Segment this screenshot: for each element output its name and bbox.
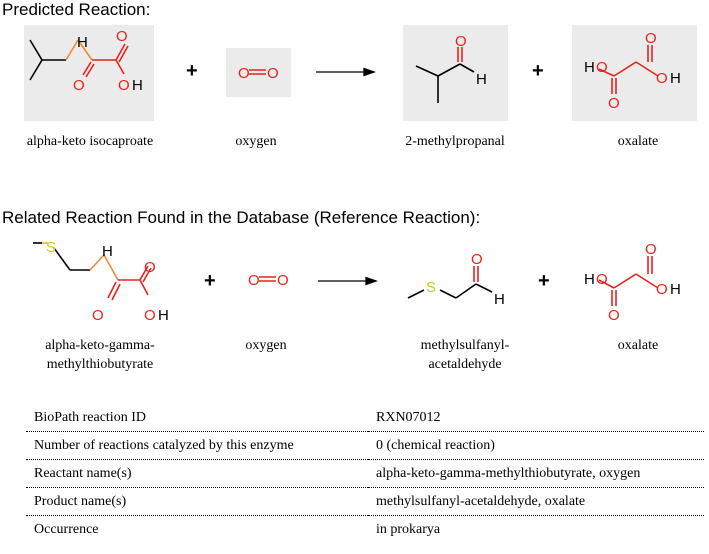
hydrogen-atom: H xyxy=(77,34,88,51)
oxygen-atom: O xyxy=(73,77,85,94)
table-value: RXN07012 xyxy=(368,405,704,432)
table-key: Product name(s) xyxy=(26,487,368,516)
plus-sign: + xyxy=(532,60,544,82)
sulfur-atom: S xyxy=(426,279,436,296)
arrow-head xyxy=(363,67,376,77)
oxygen-atom: O xyxy=(608,307,620,324)
reaction-info-table: BioPath reaction ID RXN07012 Number of r… xyxy=(26,405,704,543)
hydrogen-atom: H xyxy=(158,307,169,324)
oxygen-atom: O xyxy=(455,33,467,50)
table-value: 0 (chemical reaction) xyxy=(368,431,704,460)
plus-sign: + xyxy=(186,60,198,82)
oxygen-atom: O xyxy=(471,251,483,268)
oxygen-atom: O xyxy=(144,307,156,324)
oxygen-atom: O xyxy=(92,307,104,324)
product-name: oxalate xyxy=(617,134,659,149)
sulfur-atom: S xyxy=(46,239,56,256)
product-name: oxalate xyxy=(617,338,659,353)
hydrogen-atom: H xyxy=(102,243,113,260)
table-value: in prokarya xyxy=(376,521,441,537)
table-key: Occurrence xyxy=(34,521,99,537)
table-key: Reactant name(s) xyxy=(26,459,368,488)
reference-reaction-heading: Related Reaction Found in the Database (… xyxy=(2,208,481,227)
hydrogen-atom: H xyxy=(670,70,681,87)
plus-sign: + xyxy=(538,270,550,292)
table-row: Product name(s) methylsulfanyl-acetaldeh… xyxy=(26,487,704,516)
reactant-name: oxygen xyxy=(245,338,287,353)
oxygen-atom: O xyxy=(608,95,620,112)
plus-sign: + xyxy=(204,270,216,292)
oxygen-atom: O xyxy=(656,281,668,298)
product-name-line: acetaldehyde xyxy=(428,357,502,372)
hydrogen-atom: H xyxy=(476,71,487,88)
product-name: methylsulfanyl- acetaldehyde xyxy=(385,336,545,374)
hydrogen-atom: H xyxy=(584,271,595,288)
table-key: BioPath reaction ID xyxy=(26,405,368,432)
product-highlight-box xyxy=(403,25,508,121)
oxygen-atom: O xyxy=(645,241,657,258)
hydrogen-atom: H xyxy=(584,59,595,76)
oxygen-atom: O xyxy=(645,30,657,47)
oxygen-atom: O xyxy=(238,65,250,82)
table-value: alpha-keto-gamma-methylthiobutyrate, oxy… xyxy=(368,459,704,488)
hydrogen-atom: H xyxy=(494,291,505,308)
oxygen-atom: O xyxy=(656,70,668,87)
hydrogen-atom: H xyxy=(670,281,681,298)
oxygen-atom: O xyxy=(267,65,279,82)
oxygen-highlight-box xyxy=(226,48,291,97)
table-key: Number of reactions catalyzed by this en… xyxy=(26,431,368,460)
oxygen-atom: O xyxy=(116,28,128,45)
reactant-name: oxygen xyxy=(235,134,277,149)
oxygen-atom: O xyxy=(248,272,260,289)
changed-bond xyxy=(65,39,79,61)
reactant-name: alpha-keto-gamma- methylthiobutyrate xyxy=(20,336,180,374)
reactant-name-line: alpha-keto-gamma- xyxy=(45,338,155,353)
hydrogen-atom: H xyxy=(132,77,143,94)
reactant-name: alpha-keto isocaproate xyxy=(26,134,154,149)
oxygen-atom: O xyxy=(596,271,608,288)
arrow-head xyxy=(365,276,378,286)
changed-bond xyxy=(77,39,93,61)
reactant-name-line: methylthiobutyrate xyxy=(46,357,154,372)
product-name-line: methylsulfanyl- xyxy=(420,338,510,353)
table-row: Number of reactions catalyzed by this en… xyxy=(26,431,704,460)
predicted-reaction-heading: Predicted Reaction: xyxy=(2,0,151,19)
table-row: Occurrence in prokarya xyxy=(26,516,704,544)
table-value: methylsulfanyl-acetaldehyde, oxalate xyxy=(368,487,704,516)
oxygen-atom: O xyxy=(144,259,156,276)
oxalate-highlight-box xyxy=(572,25,697,121)
table-row: BioPath reaction ID RXN07012 xyxy=(26,405,704,432)
oxygen-atom: O xyxy=(277,272,289,289)
oxygen-atom: O xyxy=(118,77,130,94)
table-row: Reactant name(s) alpha-keto-gamma-methyl… xyxy=(26,459,704,488)
product-name: 2-methylpropanal xyxy=(405,134,505,149)
oxygen-atom: O xyxy=(596,59,608,76)
